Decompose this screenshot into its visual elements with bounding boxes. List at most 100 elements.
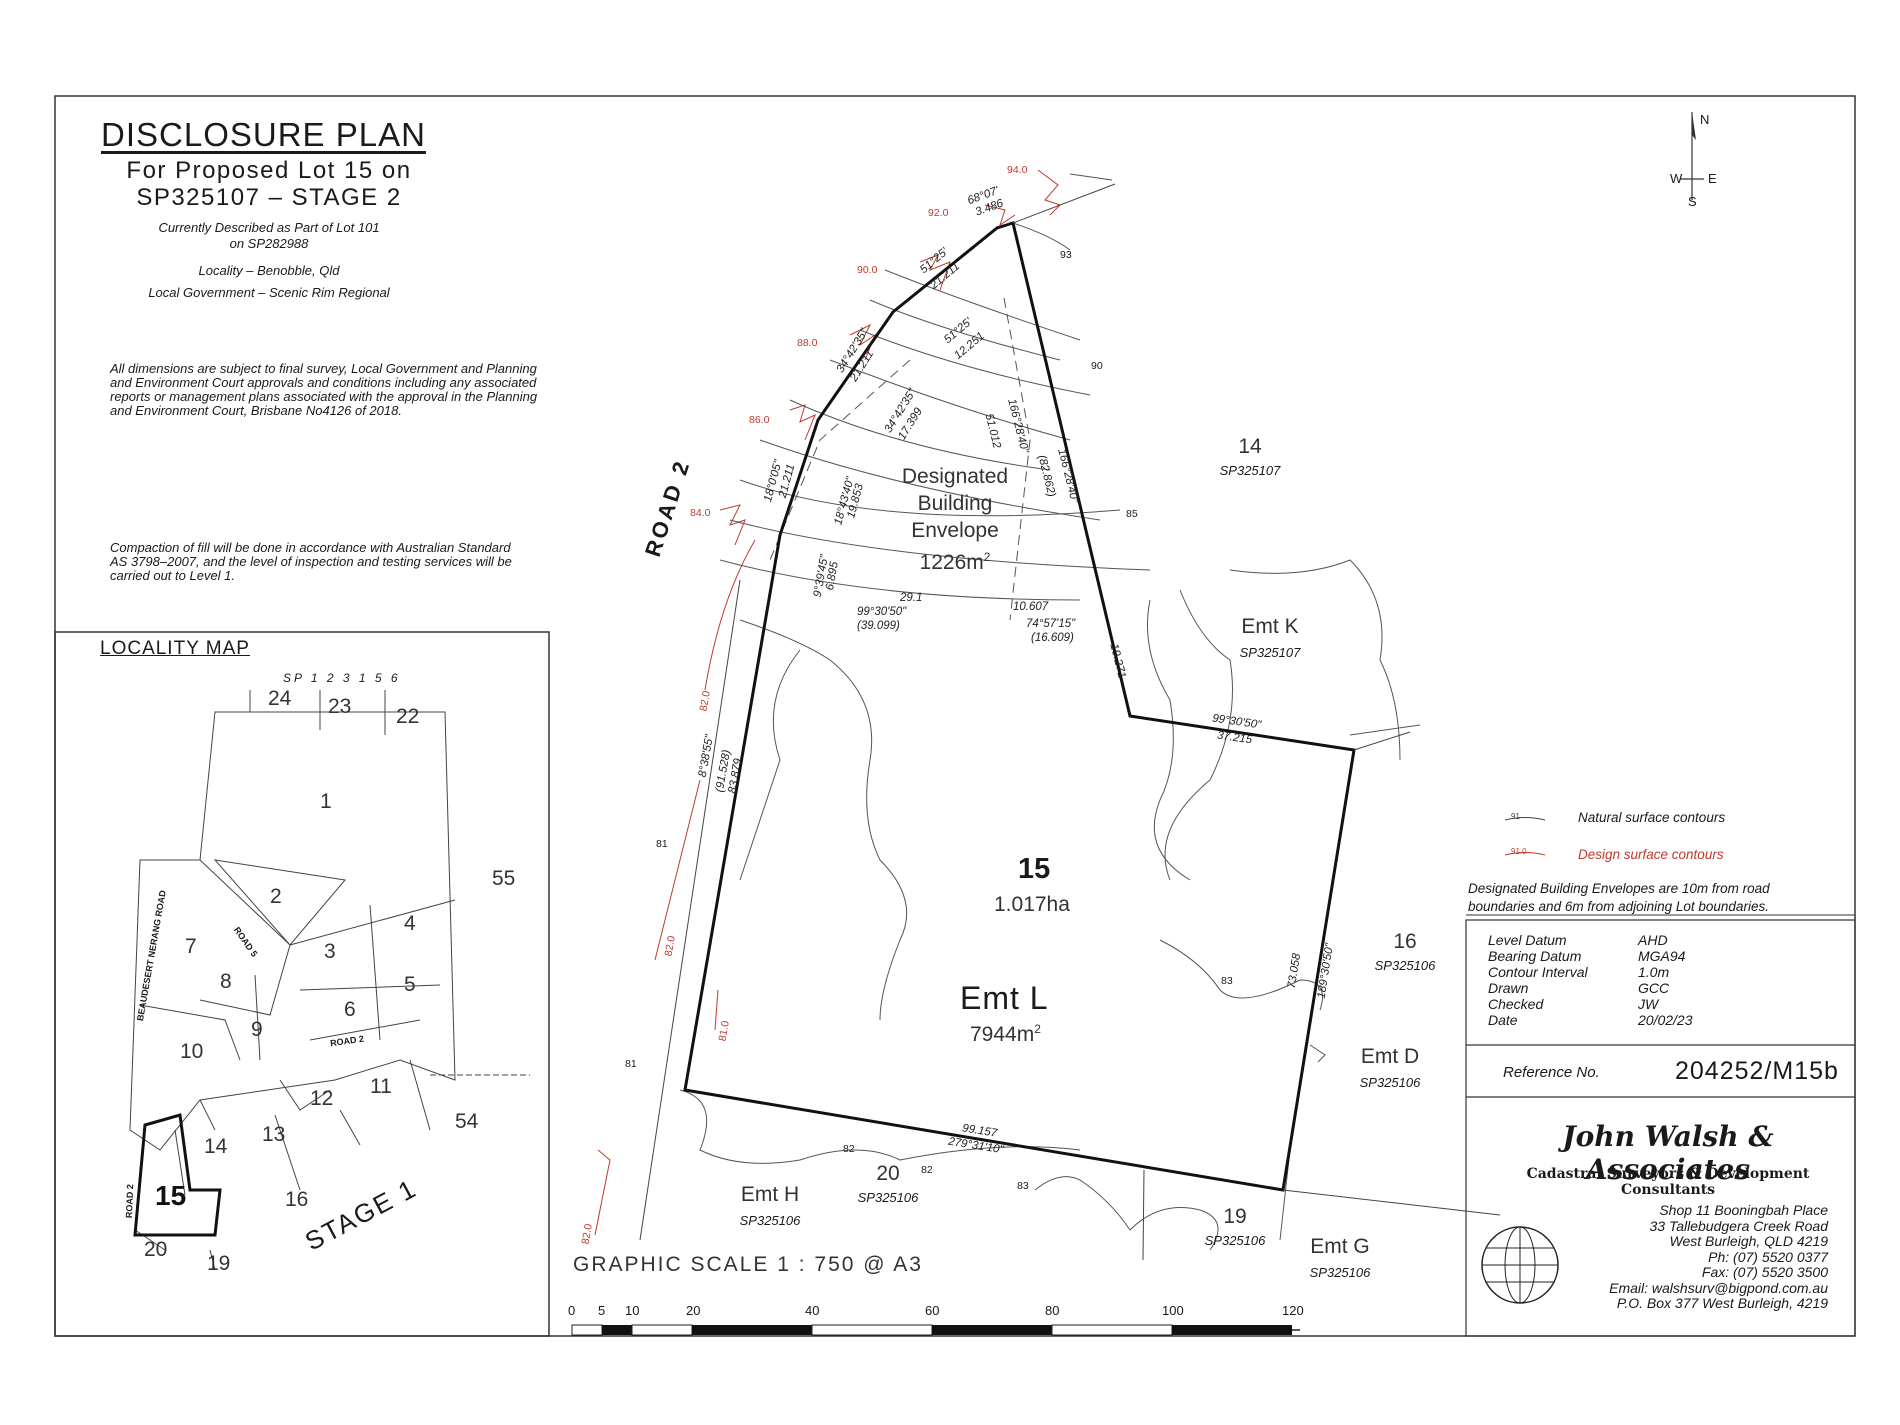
locality-lot: 8 [220, 970, 232, 993]
current-description-1: Currently Described as Part of Lot 101 [158, 220, 380, 235]
neighbour-plan-19: SP325106 [1204, 1233, 1266, 1248]
locality-road-2-b: ROAD 2 [124, 1184, 136, 1219]
compaction-note: Compaction of fill will be done in accor… [110, 540, 512, 583]
design-contour-sample: 91.0 [1511, 847, 1527, 856]
neighbour-lot-19: 19 [1223, 1205, 1247, 1228]
easement-g-plan: SP325106 [1309, 1265, 1371, 1280]
contour-label: 86.0 [749, 414, 770, 426]
easement-g-label: Emt G [1310, 1235, 1370, 1258]
plan-title: DISCLOSURE PLAN [101, 116, 426, 153]
distance-label: (39.099) [857, 620, 900, 632]
easement-l-area: 7944m2 [970, 1022, 1041, 1046]
locality-lot: 13 [262, 1123, 286, 1146]
locality-sp-label: SP 1 2 3 1 5 6 [283, 671, 401, 685]
contour-label: 88.0 [797, 337, 818, 349]
plan-subtitle-1: For Proposed Lot 15 on [126, 157, 412, 184]
design-contour-legend-icon [1504, 852, 1546, 856]
scale-tick: 10 [625, 1303, 640, 1318]
easement-k-plan: SP325107 [1239, 645, 1301, 660]
easement-d-plan: SP325106 [1359, 1075, 1421, 1090]
easement-l-label: Emt L [960, 980, 1049, 1016]
natural-contour-legend-icon [1504, 817, 1546, 821]
contour-label: 82 [843, 1143, 855, 1155]
contour-label: 82 [921, 1164, 933, 1176]
reference-number: 204252/M15b [1675, 1057, 1839, 1085]
scale-tick: 60 [925, 1303, 940, 1318]
current-description-2: on SP282988 [229, 236, 309, 251]
envelope-note: Designated Building Envelopes are 10m fr… [1468, 881, 1770, 914]
neighbour-plan-20: SP325106 [857, 1190, 919, 1205]
neighbour-plan-16: SP325106 [1374, 958, 1436, 973]
info-box [1465, 919, 1856, 1337]
neighbour-lot-16: 16 [1393, 930, 1417, 953]
firm-name: John Walsh & Associates [1562, 1120, 1774, 1186]
locality-lot: 3 [324, 940, 336, 963]
locality-lot: 14 [204, 1135, 228, 1158]
locality-lot: 55 [492, 867, 516, 890]
locality-lot: 16 [285, 1188, 309, 1211]
locality-lot: 54 [455, 1110, 479, 1133]
locality-lot: 7 [185, 935, 197, 958]
locality-lot: 23 [328, 695, 352, 718]
scale-tick: 120 [1282, 1303, 1304, 1318]
firm-logo-icon [1481, 1226, 1559, 1304]
compass-n: N [1700, 112, 1710, 127]
contour-label: 85 [1126, 508, 1138, 520]
local-government-text: Local Government – Scenic Rim Regional [148, 285, 390, 300]
easement-k-label: Emt K [1241, 615, 1299, 638]
dimensions-note: All dimensions are subject to final surv… [110, 361, 538, 418]
compass-e: E [1708, 171, 1717, 186]
easement-d-label: Emt D [1360, 1045, 1420, 1068]
building-envelope [769, 297, 1031, 621]
locality-lot: 24 [268, 687, 292, 710]
contour-label: 83 [1017, 1180, 1029, 1192]
contour-label: 94.0 [1007, 164, 1028, 176]
scale-tick: 0 [568, 1303, 576, 1318]
scale-tick: 5 [598, 1303, 606, 1318]
scale-tick: 80 [1045, 1303, 1060, 1318]
contour-label: 84.0 [690, 507, 711, 519]
scale-tick: 100 [1162, 1303, 1184, 1318]
lot-area: 1.017ha [994, 893, 1070, 916]
neighbour-lot-20: 20 [876, 1162, 900, 1185]
contour-label: 90 [1091, 360, 1103, 372]
scale-tick: 20 [686, 1303, 701, 1318]
locality-lot: 4 [404, 912, 416, 935]
locality-lot: 12 [310, 1087, 334, 1110]
firm-address: Shop 11 Booningbah Place 33 Tallebudgera… [1609, 1202, 1828, 1311]
firm-tagline: Cadastral Surveyors & Development Consul… [1526, 1166, 1810, 1198]
lot-15-boundary [683, 221, 1356, 1192]
neighbour-plan-14: SP325107 [1219, 463, 1281, 478]
locality-lot: 22 [396, 705, 420, 728]
contour-label: 83 [1221, 975, 1233, 987]
compass-s: S [1688, 194, 1697, 209]
bearing-label: 99°30'50" [857, 606, 907, 618]
north-arrow-icon [1680, 112, 1704, 200]
plan-subtitle-2: SP325107 – STAGE 2 [136, 184, 402, 211]
locality-lot-15-outline [133, 1113, 222, 1237]
reference-label: Reference No. [1503, 1064, 1600, 1081]
easement-h-plan: SP325106 [739, 1213, 801, 1228]
locality-lot: 20 [144, 1238, 168, 1261]
design-contours [594, 169, 1061, 1236]
graphic-scale-bar [571, 1324, 1300, 1336]
distance-label: (16.609) [1031, 632, 1074, 644]
bearing-label: 74°57'15" [1026, 618, 1076, 630]
contour-label: 92.0 [928, 207, 949, 219]
locality-map-title: LOCALITY MAP [100, 638, 250, 659]
lot-number: 15 [1018, 853, 1051, 885]
contour-label: 90.0 [857, 264, 878, 276]
locality-lot: 11 [370, 1075, 392, 1098]
locality-lot: 6 [344, 998, 356, 1021]
locality-lot: 19 [207, 1252, 231, 1275]
legend-natural-contours: Natural surface contours [1578, 810, 1726, 825]
locality-map-frame [54, 631, 550, 1337]
easement-h-label: Emt H [740, 1183, 800, 1206]
distance-label: 29.1 [900, 592, 923, 604]
